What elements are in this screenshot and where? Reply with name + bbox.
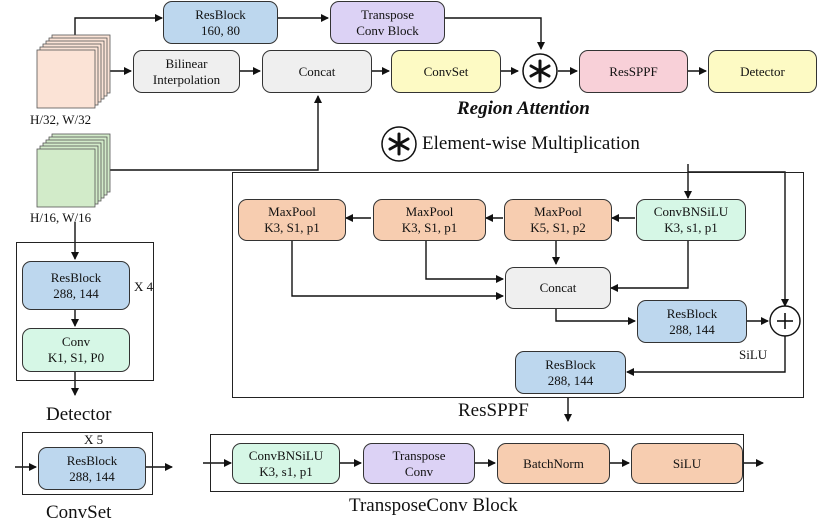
tcb-batchnorm: BatchNorm: [497, 443, 610, 484]
convbnsilu-ressppf: ConvBNSiLU K3, s1, p1: [636, 199, 746, 241]
resblock-top: ResBlock 160, 80: [163, 1, 278, 44]
arrow-maxpool1-to-concat: [291, 241, 504, 300]
ressppf-top: ResSPPF: [579, 50, 688, 93]
arrow-input-to-resblock: [74, 14, 163, 40]
arrow-convbn-to-concat: [610, 241, 689, 292]
transposeconv-frame: [210, 434, 744, 492]
legend-multiply-icon: [381, 126, 417, 162]
maxpool-3: MaxPool K5, S1, p2: [504, 199, 612, 241]
detector-top: Detector: [708, 50, 817, 93]
detector-conv: Conv K1, S1, P0: [22, 328, 130, 372]
tcb-silu: SiLU: [631, 443, 743, 484]
bilinear-interpolation: Bilinear Interpolation: [133, 50, 240, 93]
input-stack-h32: [36, 34, 111, 109]
detector-resblock: ResBlock 288, 144: [22, 261, 130, 310]
convset-repeat: X 5: [84, 432, 104, 447]
input2-label: H/16, W/16: [30, 210, 92, 225]
convset-top: ConvSet: [391, 50, 501, 93]
convset-resblock: ResBlock 288, 144: [38, 447, 146, 490]
convset-frame: [22, 432, 153, 495]
transposeconv-title: TransposeConv Block: [349, 495, 518, 516]
maxpool-1: MaxPool K3, S1, p1: [238, 199, 346, 241]
detector-title: Detector: [46, 404, 112, 425]
arrow-transpose-to-multiply: [445, 17, 545, 50]
detector-frame: [16, 242, 154, 381]
transpose-conv-block-top: Transpose Conv Block: [330, 1, 445, 44]
input1-label: H/32, W/32: [30, 112, 92, 127]
region-attention-label: Region Attention: [457, 98, 590, 119]
arrow-plus-to-resblock: [626, 336, 786, 376]
legend-element-wise: Element-wise Multiplication: [422, 133, 640, 154]
ressppf-resblock-a: ResBlock 288, 144: [637, 300, 747, 343]
concat-top: Concat: [262, 50, 372, 93]
add-icon: [769, 305, 801, 337]
tcb-transpose-conv: Transpose Conv: [363, 443, 475, 484]
convset-title: ConvSet: [46, 502, 112, 523]
tcb-convbnsilu: ConvBNSiLU K3, s1, p1: [232, 443, 340, 484]
ressppf-frame: [232, 172, 804, 398]
ressppf-title: ResSPPF: [458, 400, 529, 421]
silu-label: SiLU: [739, 347, 768, 362]
arrow-maxpool2-to-concat: [425, 241, 504, 283]
concat-ressppf: Concat: [505, 267, 611, 309]
input-stack-h16: [36, 133, 111, 208]
arrow-concat-to-resblock: [555, 309, 636, 325]
multiply-icon: [522, 53, 558, 89]
ressppf-resblock-b: ResBlock 288, 144: [515, 351, 626, 394]
detector-repeat: X 4: [134, 279, 154, 294]
maxpool-2: MaxPool K3, S1, p1: [373, 199, 486, 241]
arrow-input2-to-concat: [108, 95, 322, 171]
